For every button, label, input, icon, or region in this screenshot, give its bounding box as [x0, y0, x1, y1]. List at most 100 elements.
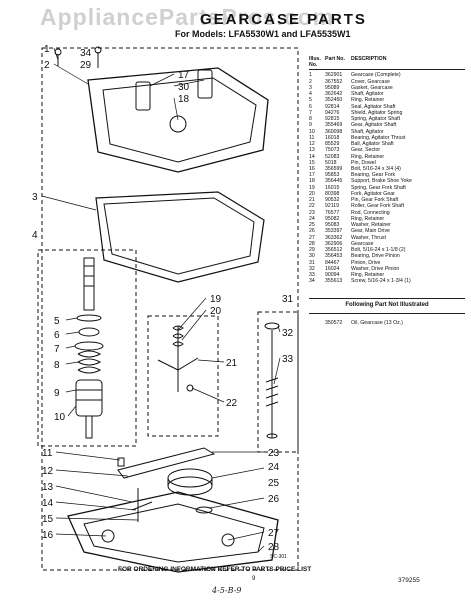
part-description: Ring, Retainer: [351, 215, 385, 222]
not-illustrated-divider: [309, 298, 465, 300]
header-illus-no: Illus. No.: [309, 56, 321, 69]
part-number: 362642: [325, 91, 343, 98]
part-illus-no: 23: [309, 209, 315, 216]
callout-6: 6: [54, 330, 60, 341]
part-description: Gearcase (Complete): [351, 72, 401, 79]
part-number: 356453: [325, 253, 343, 260]
gear-fork-parts: [157, 325, 199, 392]
part-illus-no: 9: [309, 122, 312, 129]
part-illus-no: 12: [309, 141, 315, 148]
callout-25: 25: [268, 478, 280, 489]
callout-21: 21: [226, 358, 238, 369]
part-description: Pin, Dowel: [351, 159, 376, 166]
callout-18: 18: [178, 94, 190, 105]
part-illus-no: 19: [309, 184, 315, 191]
callout-19: 19: [210, 294, 222, 305]
part-illus-no: 27: [309, 234, 315, 241]
part-number: 95082: [325, 215, 340, 222]
callout-7: 7: [54, 344, 60, 355]
part-number: 76577: [325, 209, 340, 216]
callout-16: 16: [42, 530, 54, 541]
part-number: 356445: [325, 178, 343, 185]
part-number: 352450: [325, 97, 343, 104]
header-description: DESCRIPTION: [351, 56, 387, 62]
watermark-text: AppliancePartsPros.com: [40, 4, 335, 30]
part-number: 350572: [325, 319, 343, 326]
parts-row: 22 92119 Roller, Gear Fork Shaft: [309, 203, 465, 209]
ordering-footer: FOR ORDERING INFORMATION REFER TO PARTS …: [118, 566, 312, 573]
callout-4: 4: [32, 230, 38, 241]
models-line: For Models: LFA5530W1 and LFA5535W1: [175, 29, 351, 39]
part-number: 356512: [325, 247, 343, 254]
not-illustrated-spacer: [309, 320, 325, 326]
part-illus-no: 7: [309, 109, 312, 116]
part-description: Washer, Drive Pinion: [351, 265, 400, 272]
page-title: GEARCASE PARTS: [200, 11, 367, 28]
part-description: Ring, Retainer: [351, 153, 385, 160]
parts-list-header: Illus. No. Part No. DESCRIPTION: [309, 56, 465, 71]
exploded-parts-diagram: 1 2 34 29 17 30 18 3 4 5 6 7 8 9 10 19 2…: [32, 44, 299, 573]
part-description: Washer, Thrust: [351, 234, 386, 241]
part-number: 75073: [325, 147, 340, 154]
part-description: Screw, 5/16-24 x 1-3/4 (1): [351, 278, 411, 285]
part-number: 85529: [325, 141, 340, 148]
agitator-shaft-parts: [74, 257, 104, 439]
part-illus-no: 2: [309, 78, 312, 85]
part-description: Bearing, Agitator Thrust: [351, 134, 406, 141]
main-drive-gear: [167, 468, 213, 514]
part-illus-no: 8: [309, 116, 312, 123]
part-description: Shaft, Agitator: [351, 128, 384, 135]
callout-3: 3: [32, 192, 38, 203]
part-description: Shield, Agitator Spring: [351, 109, 403, 116]
document-number: 379255: [398, 577, 420, 584]
part-illus-no: 25: [309, 222, 315, 229]
part-number: 355469: [325, 122, 343, 129]
part-illus-no: 24: [309, 215, 315, 222]
callout-1: 1: [44, 44, 50, 55]
part-description: Spring, Gear Fork Shaft: [351, 184, 406, 191]
callout-14: 14: [42, 498, 54, 509]
art-number: SC-301: [270, 554, 287, 560]
part-number: 92119: [325, 203, 340, 210]
part-description: Roller, Gear Fork Shaft: [351, 203, 405, 210]
handwritten-note: 4-5-B-9: [212, 586, 242, 595]
part-illus-no: 22: [309, 203, 315, 210]
part-number: 5018: [325, 159, 337, 166]
callout-2: 2: [44, 60, 50, 71]
part-number: 16015: [325, 184, 340, 191]
callout-10: 10: [54, 412, 66, 423]
part-number: 92814: [325, 103, 340, 110]
part-number: 362906: [325, 240, 343, 247]
part-illus-no: 20: [309, 190, 315, 197]
part-illus-no: 21: [309, 197, 315, 204]
part-description: Washer, Retainer: [351, 222, 391, 229]
part-number: 95089: [325, 84, 340, 91]
part-description: Fork, Agitator Gear: [351, 190, 395, 197]
callout-23: 23: [268, 448, 280, 459]
callout-31: 31: [282, 294, 294, 305]
part-number: 363362: [325, 234, 343, 241]
part-description: Ball, Agitator Shaft: [351, 141, 394, 148]
part-description: Shaft, Agitator: [351, 91, 384, 98]
parts-row: 12 85529 Ball, Agitator Shaft: [309, 141, 465, 147]
part-illus-no: 18: [309, 178, 315, 185]
part-number: 362901: [325, 72, 343, 79]
callout-24: 24: [268, 462, 280, 473]
not-illustrated-label: Following Part Not Illustrated: [309, 299, 465, 314]
part-number: 356599: [325, 165, 343, 172]
agitator-shaft-box: [37, 249, 137, 447]
callout-5: 5: [54, 316, 60, 327]
part-number: 353397: [325, 228, 343, 235]
callout-15: 15: [42, 514, 54, 525]
